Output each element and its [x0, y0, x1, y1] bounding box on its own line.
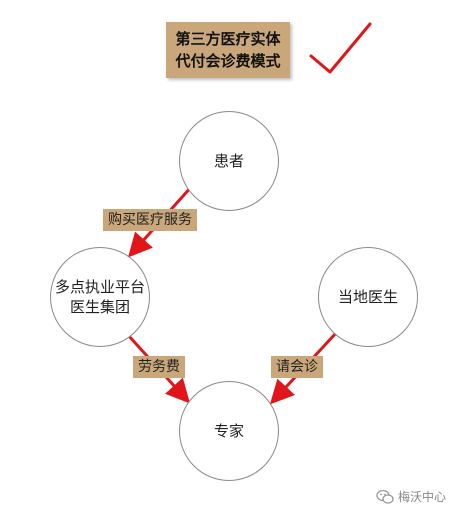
- node-local-doctor: 当地医生: [318, 247, 418, 347]
- node-expert: 专家: [179, 381, 279, 481]
- node-expert-label: 专家: [213, 422, 244, 440]
- title-line-2: 代付会诊费模式: [175, 52, 281, 70]
- wechat-icon: [376, 489, 394, 504]
- node-group-label-line1: 多点执业平台: [54, 278, 145, 296]
- node-group-label-line2: 医生集团: [69, 298, 130, 316]
- title-line-1: 第三方医疗实体: [175, 30, 281, 48]
- node-patient: 患者: [179, 111, 279, 211]
- edge-label-consult: 请会诊: [271, 356, 323, 378]
- edge-label-labor-fee: 劳务费: [133, 356, 185, 378]
- node-patient-label: 患者: [213, 152, 244, 170]
- node-local-doctor-label: 当地医生: [337, 288, 398, 306]
- edge-label-buy-service: 购买医疗服务: [103, 209, 197, 231]
- watermark: 梅沃中心: [376, 488, 446, 505]
- diagram-title: 第三方医疗实体 代付会诊费模式: [166, 22, 290, 78]
- checkmark-icon: [309, 22, 372, 74]
- node-doctor-group: 多点执业平台 医生集团: [50, 247, 150, 347]
- watermark-text: 梅沃中心: [398, 490, 447, 504]
